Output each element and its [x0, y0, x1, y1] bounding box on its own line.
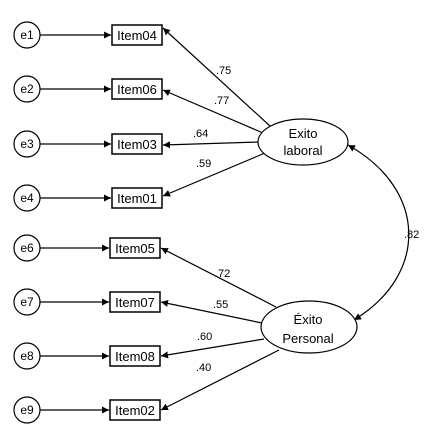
- path-personal-item02: [160, 349, 280, 411]
- loading-value: .77: [214, 95, 229, 107]
- factor-nodes: Exito laboral Éxito Personal: [257, 118, 358, 354]
- loading-labels: .75 .77 .64 .59 .72 .55 .60 .40: [193, 65, 231, 374]
- error-nodes: e1 e2 e3 e4 e6 e7 e8 e9: [13, 21, 41, 424]
- path-personal-item08: [160, 338, 265, 359]
- error-label: e3: [20, 137, 34, 151]
- error-node: [13, 342, 41, 370]
- factor-exito-laboral: [257, 118, 349, 166]
- error-node: [13, 75, 41, 103]
- path-laboral-item03: [162, 141, 261, 149]
- factor-label: laboral: [283, 143, 322, 158]
- error-label: e8: [20, 349, 34, 363]
- item-box: [111, 133, 163, 155]
- item-box: [111, 24, 163, 46]
- factor-label: Éxito: [294, 312, 323, 327]
- path-laboral-item04: [162, 27, 271, 127]
- item-label: Item06: [117, 82, 157, 97]
- item-label: Item05: [115, 241, 155, 256]
- item-label: Item01: [117, 191, 157, 206]
- error-label: e6: [20, 241, 34, 255]
- loading-value: .40: [196, 362, 211, 374]
- correlation-value: .82: [404, 229, 419, 241]
- loading-value: .75: [216, 65, 231, 77]
- error-label: e1: [20, 28, 34, 42]
- path-laboral-item01: [162, 152, 266, 197]
- loading-value: .72: [215, 268, 230, 280]
- error-node: [13, 396, 41, 424]
- item-box: [109, 237, 161, 259]
- error-label: e4: [20, 191, 34, 205]
- loading-paths: [160, 27, 280, 411]
- error-node: [13, 234, 41, 262]
- correlation-path: [347, 144, 410, 321]
- path-personal-item05: [160, 247, 277, 308]
- path-personal-item07: [160, 299, 263, 324]
- error-label: e2: [20, 82, 34, 96]
- item-label: Item03: [117, 137, 157, 152]
- loading-value: .59: [196, 158, 211, 170]
- error-node: [13, 184, 41, 212]
- item-box: [109, 399, 161, 421]
- loading-value: .55: [213, 299, 228, 311]
- error-node: [13, 21, 41, 49]
- error-label: e7: [20, 295, 34, 309]
- item-box: [109, 345, 161, 367]
- factor-label: Personal: [282, 331, 333, 346]
- item-box: [109, 291, 161, 313]
- error-paths: [40, 31, 111, 414]
- item-box: [111, 78, 163, 100]
- factor-exito-personal: [260, 300, 358, 354]
- error-node: [13, 288, 41, 316]
- item-label: Item07: [115, 295, 155, 310]
- item-nodes: Item04 Item06 Item03 Item01 Item05 Item0…: [109, 24, 163, 421]
- error-node: [13, 130, 41, 158]
- loading-value: .64: [193, 128, 208, 140]
- error-label: e9: [20, 403, 34, 417]
- path-laboral-item06: [162, 89, 264, 134]
- item-label: Item08: [115, 349, 155, 364]
- item-box: [111, 187, 163, 209]
- factor-label: Exito: [289, 126, 318, 141]
- loading-value: .60: [197, 331, 212, 343]
- item-label: Item02: [115, 403, 155, 418]
- item-label: Item04: [117, 28, 157, 43]
